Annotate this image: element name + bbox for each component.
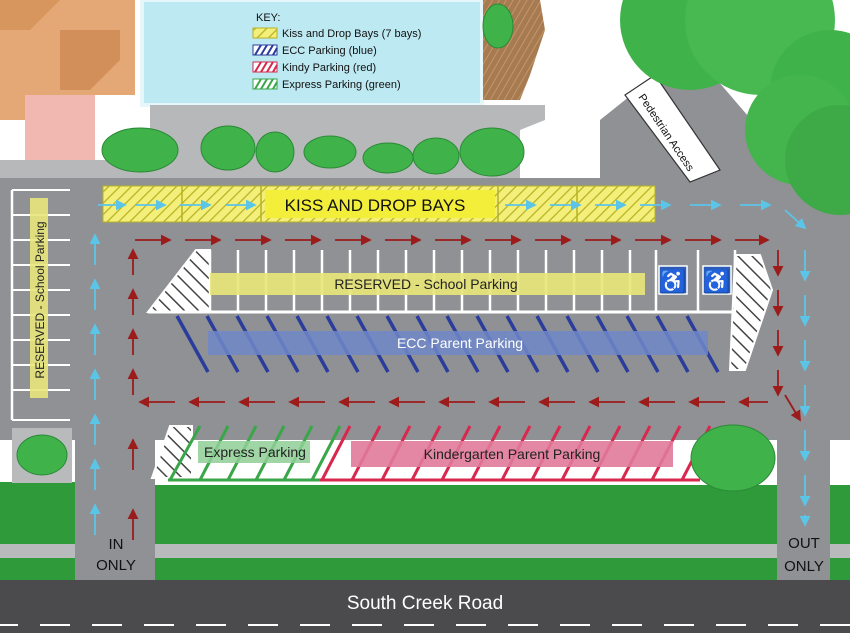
key-label-ecc: ECC Parking (blue)	[282, 45, 377, 57]
express-parking: Express Parking	[150, 425, 342, 482]
key-title: KEY:	[256, 12, 280, 24]
reserved-top-label: RESERVED - School Parking	[334, 276, 517, 292]
pedestrian-access-path	[624, 74, 721, 183]
svg-text:♿: ♿	[703, 269, 730, 294]
school-building	[0, 0, 135, 160]
footpath	[0, 544, 850, 558]
key-item-kindy: Kindy Parking (red)	[252, 61, 376, 74]
key-label-kindy: Kindy Parking (red)	[282, 62, 376, 74]
in-only-label-line1: IN	[109, 536, 124, 553]
kindy-label: Kindergarten Parent Parking	[424, 446, 601, 462]
trees-right	[620, 0, 850, 215]
exit-lane	[777, 440, 830, 580]
pool	[140, 0, 484, 107]
traffic-flow-red	[127, 234, 801, 540]
kiss-drop-label: KISS AND DROP BAYS	[285, 196, 466, 215]
grass-right	[830, 485, 850, 544]
road-label: South Creek Road	[347, 593, 503, 614]
map-key: KEY: Kiss and Drop Bays (7 bays) ECC Par…	[252, 12, 421, 91]
key-item-ecc: ECC Parking (blue)	[252, 44, 377, 57]
in-only-label-line2: ONLY	[96, 557, 136, 574]
out-only-label-line2: ONLY	[784, 558, 824, 575]
accessible-parking-icon: ♿	[702, 265, 732, 295]
traffic-flow-blue	[89, 199, 811, 535]
out-only-label-line1: OUT	[788, 535, 820, 552]
grass-left	[0, 482, 75, 544]
entry-lane	[75, 440, 155, 580]
ecc-label: ECC Parent Parking	[397, 335, 523, 351]
reserved-side-label: RESERVED - School Parking	[33, 221, 47, 378]
central-parking-island: RESERVED - School Parking	[145, 249, 774, 371]
key-label-express: Express Parking (green)	[282, 79, 401, 91]
key-item-kiss-drop: Kiss and Drop Bays (7 bays)	[252, 27, 421, 40]
accessible-parking-icon: ♿	[658, 265, 688, 295]
express-label: Express Parking	[204, 444, 306, 460]
grass-center	[155, 485, 777, 544]
kiss-and-drop-bays: KISS AND DROP BAYS	[102, 185, 656, 223]
key-label-kiss-drop: Kiss and Drop Bays (7 bays)	[282, 28, 421, 40]
tree-bottom-right	[690, 424, 776, 492]
shrubs	[101, 3, 525, 177]
svg-text:♿: ♿	[659, 269, 686, 294]
reserved-side-parking: RESERVED - School Parking	[10, 189, 70, 421]
key-item-express: Express Parking (green)	[252, 78, 401, 91]
kindy-parking: Kindergarten Parent Parking	[320, 425, 712, 482]
